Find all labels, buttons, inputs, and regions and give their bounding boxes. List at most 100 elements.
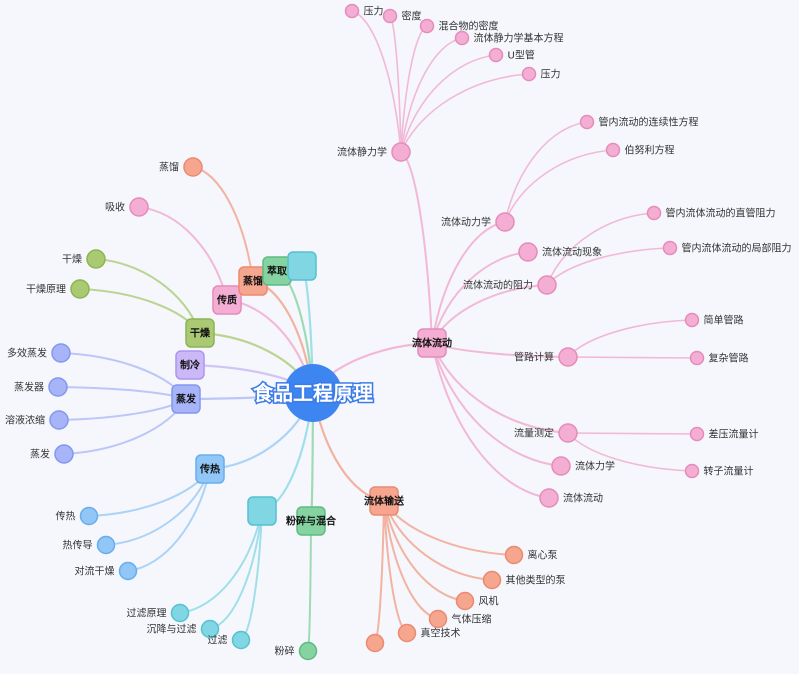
topic-node[interactable] [558,347,578,367]
subtopic-node[interactable] [521,66,537,82]
node-label: 沉降与过滤 [147,623,197,636]
topic-node[interactable] [504,545,524,565]
topic-node[interactable] [79,506,99,526]
node-label: 复杂管路 [709,352,749,365]
node-label: 管内流体流动的直管阻力 [666,207,776,220]
topic-node[interactable] [231,630,251,650]
mindmap-edge [504,149,614,223]
branch-node[interactable]: 传质 [212,285,242,315]
topic-node[interactable] [170,603,190,623]
mindmap-edge [567,432,698,435]
node-label: 过滤原理 [127,607,167,620]
branch-node[interactable]: 蒸发 [171,384,201,414]
topic-node[interactable] [86,249,106,269]
node-label: 差压流量计 [709,428,759,441]
topic-node[interactable] [365,633,385,653]
topic-node[interactable] [495,212,515,232]
node-label: 流体动力学 [441,216,491,229]
node-label: 混合物的密度 [439,20,499,33]
topic-node[interactable] [428,609,448,629]
node-label: 压力 [541,68,561,81]
branch-label: 干燥 [190,327,211,340]
mindmap-edge [105,468,211,546]
topic-node[interactable] [51,343,71,363]
mindmap-edge [431,221,506,344]
node-label: 吸收 [105,201,125,214]
node-label: 干燥 [62,254,82,266]
branch-node[interactable]: 萃取 [262,256,292,286]
mindmap-edge [127,468,211,572]
branch-label: 蒸馏 [243,275,263,288]
topic-node[interactable] [70,279,90,299]
node-label: 压力 [364,5,384,18]
branch-node[interactable] [287,251,317,281]
node-label: 管路计算 [514,351,554,364]
mindmap-edge [60,352,187,400]
branch-node[interactable]: 干燥 [185,318,215,348]
subtopic-node[interactable] [684,312,700,328]
mindmap-edge [400,151,433,344]
subtopic-node[interactable] [689,350,705,366]
subtopic-node[interactable] [382,8,398,24]
root-node[interactable] [284,364,342,422]
node-label: 热传导 [63,539,93,552]
node-label: 离心泵 [528,549,558,562]
mindmap-edge [57,386,187,400]
root-label: 食品工程原理 [253,381,373,405]
topic-node[interactable] [48,377,68,397]
node-label: 干燥原理 [26,284,66,296]
branch-node[interactable] [247,496,277,526]
branch-label: 流体输送 [364,495,405,508]
branch-node[interactable]: 制冷 [175,350,205,380]
topic-node[interactable] [298,641,318,661]
node-label: 传热 [56,510,76,523]
branch-label: 传热 [199,463,220,476]
subtopic-node[interactable] [454,30,470,46]
branch-label: 萃取 [267,265,288,278]
topic-node[interactable] [397,623,417,643]
topic-node[interactable] [539,488,559,508]
node-label: 管内流体流动的局部阻力 [682,242,792,255]
branch-node[interactable]: 蒸馏 [238,266,268,296]
topic-node[interactable] [200,619,220,639]
mindmap-edge [504,121,588,223]
topic-node[interactable] [537,275,557,295]
topic-node[interactable] [558,423,578,443]
subtopic-node[interactable] [579,114,595,130]
subtopic-node[interactable] [684,463,700,479]
mindmap-edge [88,468,211,517]
node-label: 风机 [479,595,499,608]
topic-node[interactable] [49,410,69,430]
topic-node[interactable] [96,535,116,555]
topic-node[interactable] [455,591,475,611]
subtopic-node[interactable] [419,18,435,34]
branch-node[interactable]: 流体输送 [364,486,405,516]
branch-label: 制冷 [180,359,200,372]
topic-node[interactable] [129,197,149,217]
branch-label: 流体流动 [412,337,452,350]
subtopic-node[interactable] [344,3,360,19]
branch-node[interactable]: 粉碎与混合 [286,506,337,536]
topic-node[interactable] [183,157,203,177]
branch-node[interactable]: 传热 [195,454,225,484]
topic-node[interactable] [391,142,411,162]
mindmap-edge [179,510,263,614]
topic-node[interactable] [551,456,571,476]
topic-node[interactable] [518,242,538,262]
topic-node[interactable] [482,570,502,590]
subtopic-node[interactable] [646,205,662,221]
subtopic-node[interactable] [488,47,504,63]
topic-node[interactable] [118,561,138,581]
branch-label: 粉碎与混合 [286,515,337,528]
subtopic-node[interactable] [689,426,705,442]
node-label: 其他类型的泵 [506,574,566,587]
mindmap-edge [431,342,550,499]
topic-node[interactable] [54,444,74,464]
mindmap-edge [431,251,529,344]
mindmap-edge [58,398,187,421]
branch-node[interactable]: 流体流动 [412,328,452,358]
subtopic-node[interactable] [662,240,678,256]
subtopic-node[interactable] [605,142,621,158]
node-label: 密度 [402,10,422,23]
